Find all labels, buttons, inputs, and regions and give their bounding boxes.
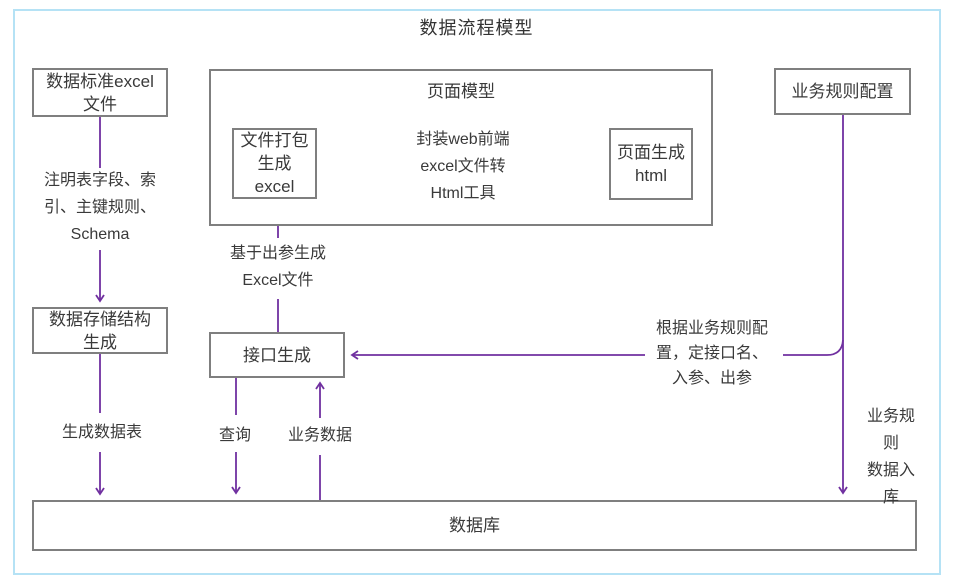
- node-data-storage-gen: 数据存储结构 生成: [32, 307, 168, 354]
- edge-label-schema-note: 注明表字段、索 引、主键规则、 Schema: [43, 172, 157, 243]
- edge-label-business-data: 业务数据: [287, 427, 353, 444]
- node-file-package-gen-excel: 文件打包 生成 excel: [232, 128, 317, 199]
- node-database: 数据库: [32, 500, 917, 551]
- diagram-title: 数据流程模型: [419, 18, 534, 38]
- node-page-model-label: 页面模型: [427, 82, 495, 101]
- edge-label-gen-data-table: 生成数据表: [61, 424, 143, 441]
- node-api-gen: 接口生成: [209, 332, 345, 378]
- edge-label-excel-from-output: 基于出参生成 Excel文件: [229, 245, 327, 289]
- node-business-rules-config: 业务规则配置: [774, 68, 911, 115]
- node-data-standard-excel: 数据标准excel 文件: [32, 68, 168, 117]
- edge-label-rules-into-db: 业务规则 数据入库: [866, 408, 915, 506]
- edge-label-rules-to-api: 根据业务规则配 置，定接口名、 入参、出参: [655, 320, 769, 387]
- edge-label-wrap-tool: 封装web前端 excel文件转 Html工具: [416, 131, 510, 202]
- node-page-gen-html: 页面生成 html: [609, 128, 693, 200]
- edge-label-query: 查询: [218, 427, 252, 444]
